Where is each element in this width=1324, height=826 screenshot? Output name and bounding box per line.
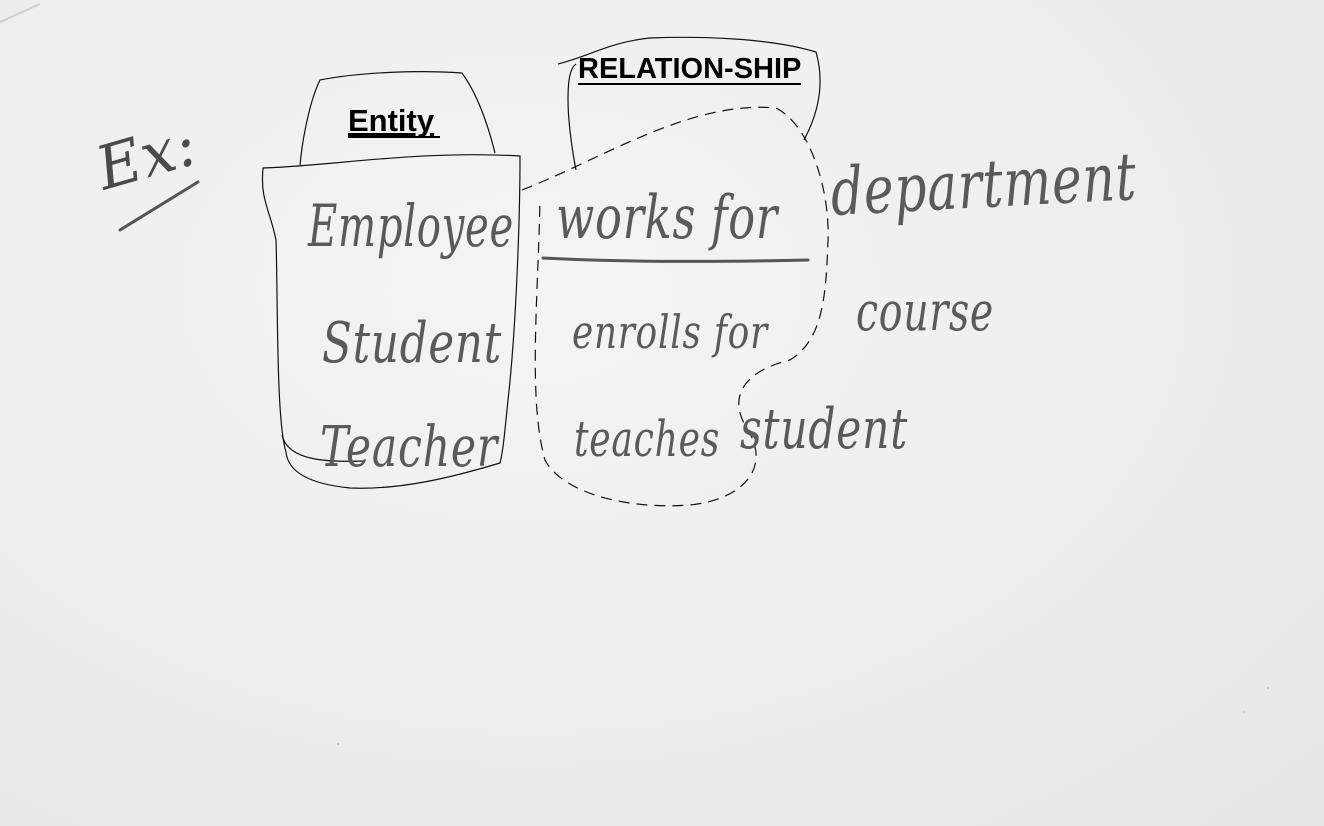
entity-inner-stroke [281,434,366,462]
target-student: student [740,397,908,462]
relationship-works-for: works for [556,183,780,253]
relationship-enrolls-for: enrolls for [572,305,770,359]
relationship-group-outline [521,106,829,507]
entity-header-outline [299,71,496,167]
board-speck [336,742,340,746]
diagram-row: Student enrolls for course [322,280,994,376]
board-speck [1266,686,1270,690]
entity-header-label: Entity [348,103,435,138]
relationship-header-label: RELATION-SHIP [578,53,801,85]
target-course: course [856,280,994,343]
relationship-teaches: teaches [574,410,720,468]
relationship-header-outline [557,36,821,171]
board-speck [1243,711,1245,713]
diagram-row: Teacher teaches student [320,397,908,480]
entity-group-outline [261,154,521,489]
entity-employee: Employee [307,192,514,260]
entity-student: Student [322,311,502,376]
relationship-row-divider [541,256,810,263]
example-marker-text: Ex: [88,109,205,204]
diagram-row: Employee works for department [307,138,1139,263]
example-underline [118,180,200,232]
target-department: department [829,138,1139,231]
entity-teacher: Teacher [320,415,500,480]
example-marker: Ex: [88,109,205,232]
corner-marker-stroke [0,3,41,23]
